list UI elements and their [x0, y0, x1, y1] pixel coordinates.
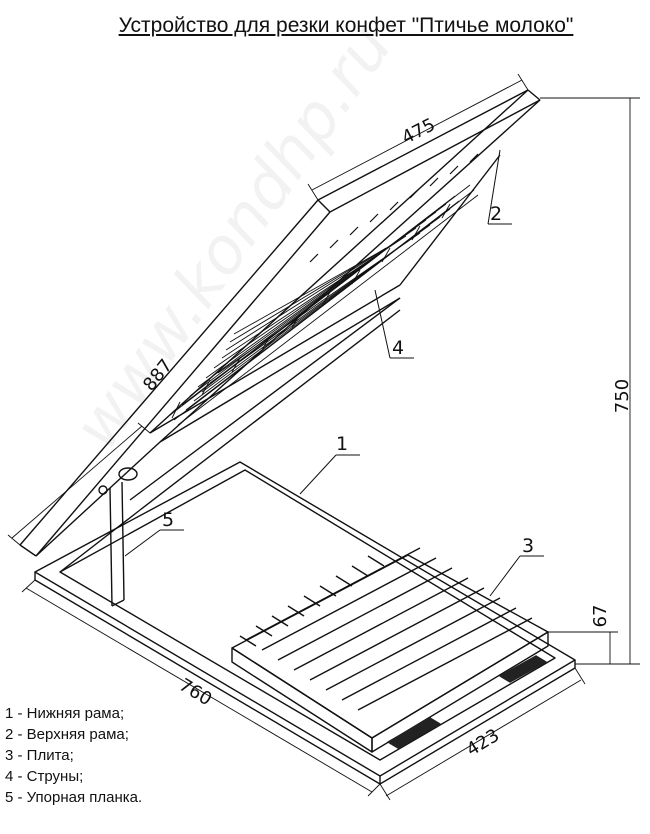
- dim-frame-length: 887: [139, 355, 177, 395]
- callout-3: 3: [522, 535, 534, 557]
- legend-item-4: 4 - Струны;: [5, 768, 84, 785]
- strings-mesh: [169, 184, 479, 426]
- dim-plate-height: 67: [590, 605, 611, 628]
- string-pegs: [309, 153, 479, 263]
- dim-top-width: 475: [399, 114, 439, 148]
- legend: 1 - Нижняя рама; 2 - Верхняя рама; 3 - П…: [5, 703, 142, 808]
- legend-item-1: 1 - Нижняя рама;: [5, 705, 125, 722]
- cutting-plate: [231, 547, 549, 753]
- callout-2: 2: [490, 203, 502, 225]
- support-bar: [98, 467, 138, 607]
- dim-height: 750: [612, 379, 633, 413]
- legend-item-5: 5 - Упорная планка.: [5, 789, 143, 806]
- callout-5: 5: [162, 509, 174, 531]
- legend-item-3: 3 - Плита;: [5, 747, 74, 764]
- legend-item-2: 2 - Верхняя рама;: [5, 726, 129, 743]
- callout-leaders: [124, 149, 544, 597]
- callout-4: 4: [392, 337, 404, 359]
- dimension-lines: [7, 73, 640, 801]
- callout-1: 1: [336, 433, 348, 455]
- drawing-title: Устройство для резки конфет "Птичье моло…: [0, 14, 650, 38]
- bottom-frame: [34, 461, 576, 785]
- title-text: Устройство для резки конфет "Птичье моло…: [118, 14, 574, 37]
